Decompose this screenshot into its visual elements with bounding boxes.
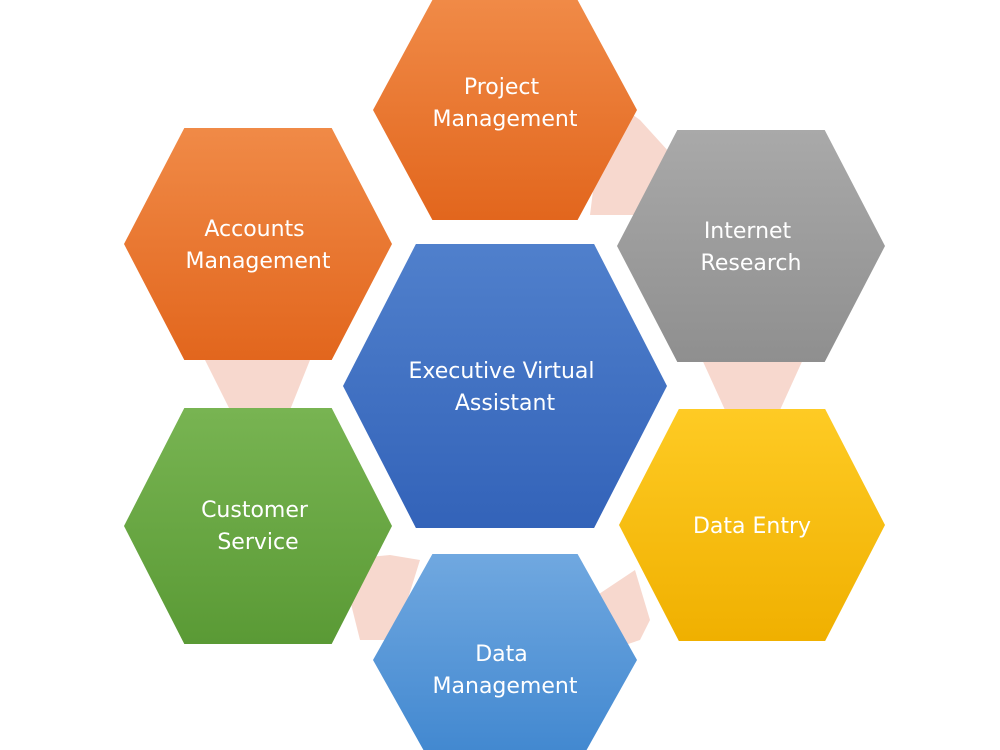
hexagon-project-management: Project Management xyxy=(373,0,637,220)
hexagon-shape xyxy=(373,554,637,750)
hexagon-label: Data Management xyxy=(433,642,578,699)
hexagon-data-management: Data Management xyxy=(373,554,637,750)
hexagon-data-entry: Data Entry xyxy=(619,409,885,641)
center-label-line-2: Assistant xyxy=(455,391,556,416)
hexagon-internet-research: Internet Research xyxy=(617,130,885,362)
hexagon-label: Data Entry xyxy=(693,514,811,539)
center-label-line-1: Executive Virtual xyxy=(409,359,595,384)
label-line-1: Project xyxy=(464,75,540,100)
hexagon-shape xyxy=(124,408,392,644)
label-line-1: Customer xyxy=(201,498,309,523)
hexagon-customer-service: Customer Service xyxy=(124,408,392,644)
hexagon-shape xyxy=(617,130,885,362)
connector-customer-accounts xyxy=(205,360,310,410)
center-hexagon-label: Executive Virtual Assistant xyxy=(409,359,602,416)
label-line-2: Management xyxy=(186,249,331,274)
hexagon-label: Customer Service xyxy=(201,498,315,555)
label-line-2: Research xyxy=(701,251,802,276)
label-line-1: Internet xyxy=(704,219,792,244)
label-line-1: Data xyxy=(475,642,528,667)
hexagon-shape xyxy=(373,0,637,220)
hexagon-label: Accounts Management xyxy=(186,217,331,274)
hexagon-accounts-management: Accounts Management xyxy=(124,128,392,360)
center-hexagon-shape xyxy=(343,244,667,528)
label-line-1: Data Entry xyxy=(693,514,811,539)
center-hexagon: Executive Virtual Assistant xyxy=(343,244,667,528)
label-line-1: Accounts xyxy=(204,217,304,242)
hexagon-shape xyxy=(124,128,392,360)
hexagon-label: Internet Research xyxy=(701,219,802,276)
hexagon-label: Project Management xyxy=(433,75,578,132)
label-line-2: Service xyxy=(217,530,298,555)
connector-internet-dataentry xyxy=(700,355,805,410)
label-line-2: Management xyxy=(433,107,578,132)
label-line-2: Management xyxy=(433,674,578,699)
hexagon-shape xyxy=(619,409,885,641)
